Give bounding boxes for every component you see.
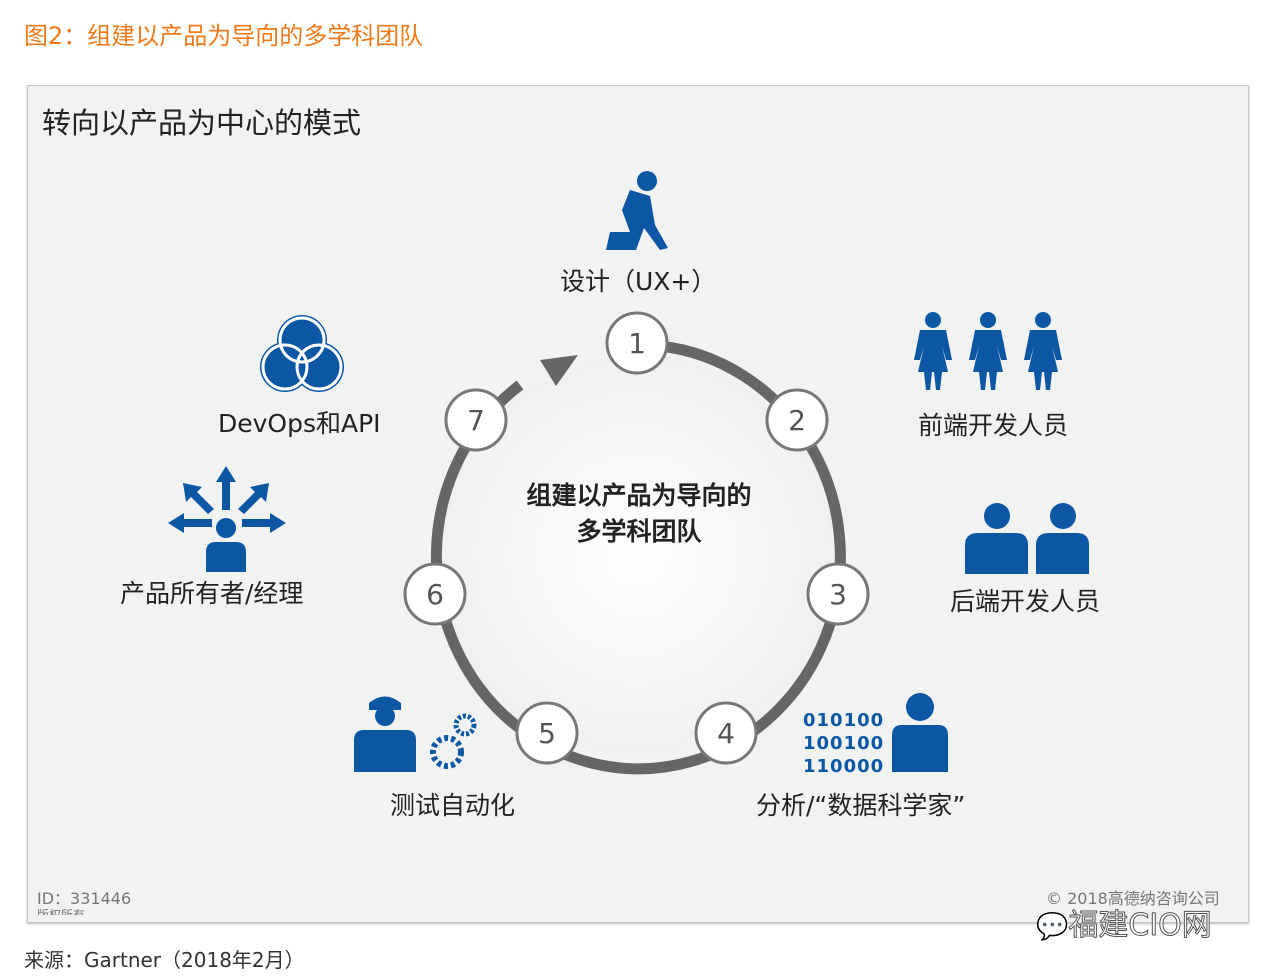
role-label-devops: DevOps和API [218,409,381,438]
two-people-icon [965,503,1089,574]
watermark-text: 福建CIO网 [1068,908,1212,944]
id-text: ID：331446 [37,889,132,908]
worker-gears-icon [354,696,477,772]
binary-line: 100100 [803,733,885,754]
step-number: 2 [788,404,806,437]
watermark: 💬福建CIO网 [1035,900,1212,944]
step-number: 7 [467,404,485,437]
step-node-4 [694,701,758,765]
figure-title: 图2：组建以产品为导向的多学科团队 [24,22,424,50]
role-label-product-owner: 产品所有者/经理 [120,579,304,608]
step-node-1 [605,311,669,375]
rights-text: 版权所有 [37,908,86,915]
three-people-icon [914,312,1062,390]
binary-line: 010100 [803,710,885,731]
panel-title: 转向以产品为中心的模式 [42,106,362,140]
step-node-2 [765,388,829,452]
role-label-backend: 后端开发人员 [950,587,1101,616]
role-label-analytics: 分析/“数据科学家” [756,791,966,820]
center-disc [437,355,837,755]
step-number: 6 [426,578,444,611]
step-number: 5 [538,717,556,750]
source-note: 来源：Gartner（2018年2月） [24,948,305,972]
binary-line: 110000 [803,756,885,777]
center-text-line2: 多学科团队 [576,517,702,546]
role-label-design: 设计（UX+） [560,267,717,296]
step-number: 3 [829,578,847,611]
data-person-icon [892,693,948,772]
step-number: 4 [717,717,735,750]
step-number: 1 [628,327,646,360]
wechat-icon: 💬 [1035,912,1069,943]
step-node-3 [806,562,870,626]
venn-icon [260,315,344,392]
role-label-testing: 测试自动化 [390,791,516,820]
role-label-frontend: 前端开发人员 [918,411,1069,440]
copyright: © 2018高德纳咨询公司 [1046,889,1220,908]
step-node-7 [444,388,508,452]
step-node-5 [515,701,579,765]
person-arrows-icon [168,466,286,572]
step-node-6 [403,562,467,626]
center-text-line1: 组建以产品为导向的 [526,481,752,510]
arrow-head-icon [540,355,578,386]
thinker-icon [606,171,668,250]
